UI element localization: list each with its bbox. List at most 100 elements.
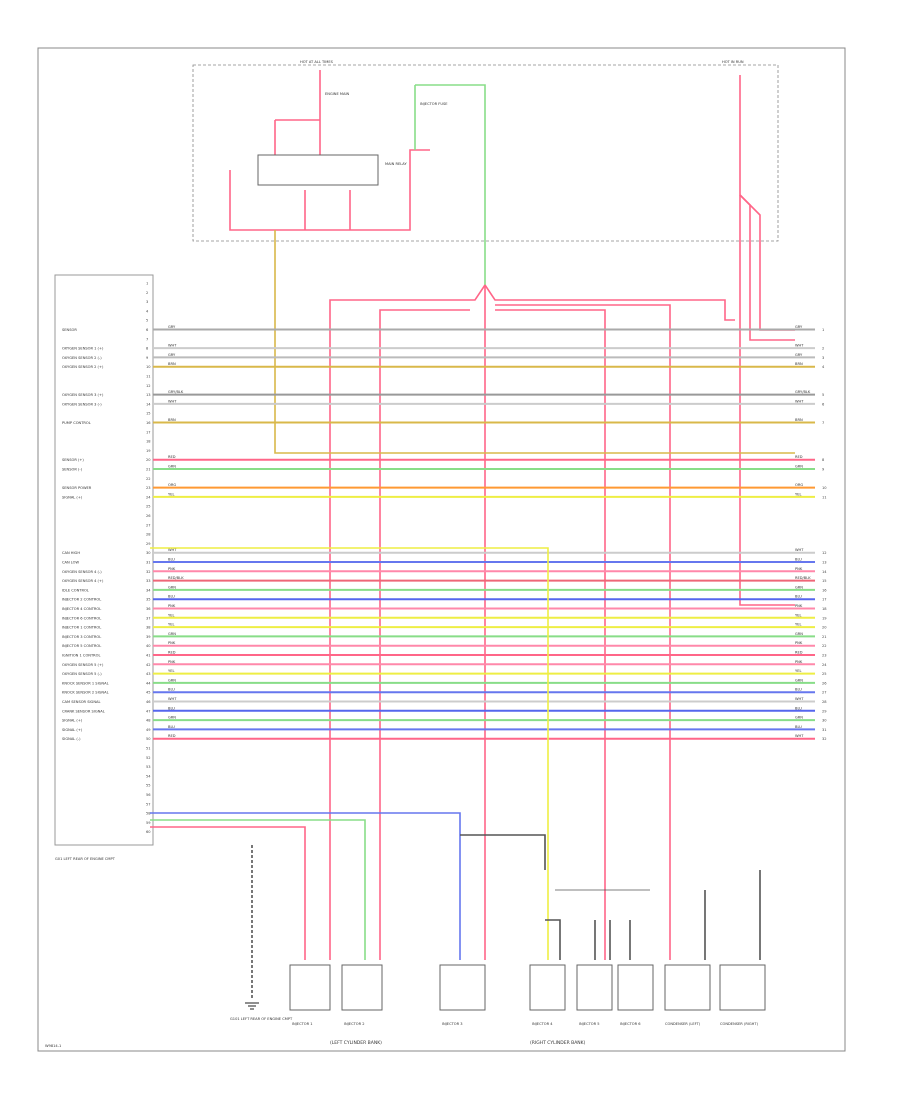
right-connector-pin: 10 bbox=[822, 486, 827, 490]
wire-color-code: GRN bbox=[168, 678, 176, 682]
ecm-pin-label: INJECTOR 6 CONTROL bbox=[62, 616, 101, 620]
ecm-pin-number: 60 bbox=[146, 830, 151, 834]
ecm-pin-label: OXYGEN SENSOR 5 (-) bbox=[62, 672, 102, 676]
ecm-pin-label: INJECTOR 2 CONTROL bbox=[62, 598, 101, 602]
ecm-pin-number: 29 bbox=[146, 542, 151, 546]
wire-color-code-right: GRY bbox=[795, 353, 803, 357]
wire-color-code-right: GRN bbox=[795, 585, 803, 589]
wire-color-code: BLU bbox=[168, 706, 175, 710]
ecm-pin-number: 31 bbox=[146, 561, 151, 565]
left-bank-label: (LEFT CYLINDER BANK) bbox=[330, 1040, 382, 1046]
ecm-pin-label: OXYGEN SENSOR 3 (-) bbox=[62, 402, 102, 406]
ecm-pin-number: 22 bbox=[146, 477, 151, 481]
ecm-pin-number: 48 bbox=[146, 719, 151, 723]
ecm-pin-label: OXYGEN SENSOR 5 (+) bbox=[62, 663, 104, 667]
fuse-box-title: HOT AT ALL TIMES bbox=[300, 60, 334, 64]
ecm-pin-label: OXYGEN SENSOR 2 (-) bbox=[62, 356, 102, 360]
wire-color-code-right: BLU bbox=[795, 725, 802, 729]
injector-2: INJECTOR 2 bbox=[341, 964, 383, 1026]
wire-color-code: BLU bbox=[168, 725, 175, 729]
right-connector-pin: 1 bbox=[822, 328, 824, 332]
right-connector-pin: 12 bbox=[822, 551, 827, 555]
wire-color-code-right: PNK bbox=[795, 604, 803, 608]
svg-text:INJECTOR 6: INJECTOR 6 bbox=[620, 1022, 641, 1026]
right-connector-pin: 4 bbox=[822, 365, 825, 369]
wire-color-code-right: RED bbox=[795, 455, 803, 459]
wire-color-code-right: WHT bbox=[795, 734, 804, 738]
svg-text:CONDENSER (LEFT): CONDENSER (LEFT) bbox=[665, 1022, 701, 1026]
ecm-pin-number: 11 bbox=[146, 375, 151, 379]
wire-color-code-right: WHT bbox=[795, 697, 804, 701]
wire-color-code: RED bbox=[168, 734, 176, 738]
wire-color-code: BRN bbox=[168, 418, 176, 422]
right-connector-pin: 3 bbox=[822, 356, 824, 360]
right-connector-pin: 6 bbox=[822, 402, 825, 406]
wire-color-code-right: WHT bbox=[795, 548, 804, 552]
right-connector-pin: 16 bbox=[822, 588, 827, 592]
wire-color-code: BLU bbox=[168, 595, 175, 599]
ecm-pin-label: IDLE CONTROL bbox=[62, 588, 89, 592]
wire-color-code-right: BLU bbox=[795, 595, 802, 599]
ecm-pin-number: 54 bbox=[146, 774, 151, 778]
ecm-pin-number: 32 bbox=[146, 570, 151, 574]
wire-color-code-right: PNK bbox=[795, 567, 803, 571]
wire-color-code: PNK bbox=[168, 567, 176, 571]
hot-in-run-label: HOT IN RUN bbox=[722, 60, 744, 64]
right-connector-pin: 9 bbox=[822, 468, 825, 472]
right-connector-pin: 29 bbox=[822, 709, 827, 713]
wire-color-code-right: GRY/BLK bbox=[795, 390, 811, 394]
ecm-pin-number: 4 bbox=[146, 309, 149, 313]
wire-color-code: PNK bbox=[168, 604, 176, 608]
ecm-pin-number: 59 bbox=[146, 821, 151, 825]
fuse-box-region bbox=[192, 64, 779, 242]
wire-color-code: WHT bbox=[168, 344, 177, 348]
ecm-pin-number: 24 bbox=[146, 495, 151, 499]
wire-color-code: WHT bbox=[168, 697, 177, 701]
ecm-pin-number: 35 bbox=[146, 598, 151, 602]
ecm-pin-number: 53 bbox=[146, 765, 151, 769]
wire-color-code-right: WHT bbox=[795, 399, 804, 403]
right-connector-pin: 11 bbox=[822, 495, 827, 499]
ecm-pin-number: 17 bbox=[146, 430, 151, 434]
right-connector-pin: 23 bbox=[822, 654, 827, 658]
ecm-pin-label: PUMP CONTROL bbox=[62, 421, 91, 425]
wire-color-code: YEL bbox=[168, 623, 174, 627]
relay-label: MAIN RELAY bbox=[385, 162, 407, 166]
ecm-pin-number: 56 bbox=[146, 793, 151, 797]
svg-text:INJECTOR 2: INJECTOR 2 bbox=[344, 1022, 365, 1026]
right-connector-pin: 13 bbox=[822, 561, 827, 565]
ecm-pin-number: 6 bbox=[146, 328, 149, 332]
ecm-pin-number: 15 bbox=[146, 412, 151, 416]
wire-color-code: GRN bbox=[168, 465, 176, 469]
wire-color-code: BRN bbox=[168, 362, 176, 366]
wire-color-code: RED/BLK bbox=[168, 576, 184, 580]
ecm-pin-number: 51 bbox=[146, 747, 151, 751]
wire-color-code: BLU bbox=[168, 558, 175, 562]
ecm-pin-number: 34 bbox=[146, 588, 151, 592]
wire-color-code-right: BLU bbox=[795, 706, 802, 710]
ecm-pin-label: CAM SENSOR SIGNAL bbox=[62, 700, 100, 704]
ecm-pin-number: 20 bbox=[146, 458, 151, 462]
right-connector-pin: 22 bbox=[822, 644, 827, 648]
ecm-pin-label: OXYGEN SENSOR 4 (+) bbox=[62, 579, 104, 583]
ecm-pin-number: 55 bbox=[146, 784, 151, 788]
main-relay bbox=[257, 154, 379, 186]
wire-color-code: GRY/BLK bbox=[168, 390, 184, 394]
svg-text:INJECTOR 1: INJECTOR 1 bbox=[292, 1022, 313, 1026]
right-connector-pin: 14 bbox=[822, 570, 827, 574]
ecm-pin-number: 16 bbox=[146, 421, 151, 425]
right-connector-pin: 28 bbox=[822, 700, 827, 704]
ecm-pin-number: 58 bbox=[146, 812, 151, 816]
ecm-pin-number: 37 bbox=[146, 616, 151, 620]
ecm-pin-number: 39 bbox=[146, 635, 151, 639]
wire-color-code-right: BLU bbox=[795, 688, 802, 692]
wire-color-code: GRN bbox=[168, 585, 176, 589]
ecm-pin-number: 13 bbox=[146, 393, 151, 397]
wire-color-code-right: PNK bbox=[795, 641, 803, 645]
ecm-pin-number: 18 bbox=[146, 440, 151, 444]
wire-color-code-right: GRN bbox=[795, 632, 803, 636]
right-connector-pin: 27 bbox=[822, 691, 827, 695]
ecm-pin-number: 43 bbox=[146, 672, 151, 676]
wire-color-code: RED bbox=[168, 455, 176, 459]
outer-frame bbox=[37, 47, 846, 1052]
